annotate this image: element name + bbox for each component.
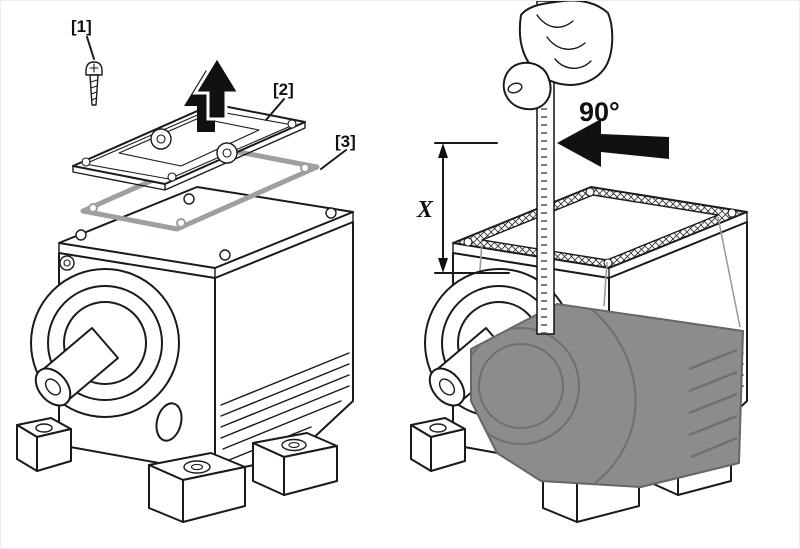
gear-unit-housing-left <box>16 186 354 523</box>
submerged-parts <box>471 306 738 484</box>
left-figure: [1] [2] [3] <box>16 17 356 523</box>
screw <box>85 61 103 106</box>
right-figure: 90° X <box>410 1 748 523</box>
dimension-label: X <box>416 197 434 223</box>
callout-label-cover: [2] <box>273 80 294 99</box>
dimension-x: X <box>416 142 510 274</box>
angle-annotation: 90° <box>557 97 669 167</box>
thumbnail <box>507 82 523 94</box>
callout-leaders <box>86 36 347 170</box>
callout-label-gasket: [3] <box>335 132 356 151</box>
mounting-feet <box>16 417 338 523</box>
thumb <box>502 61 552 111</box>
hand <box>502 1 614 111</box>
oil-fill <box>470 303 744 488</box>
left-arrow-icon <box>557 119 669 167</box>
output-shaft <box>30 268 180 418</box>
cover-plate <box>72 103 306 191</box>
drain-loop <box>155 402 183 442</box>
callout-label-screw: [1] <box>71 17 92 36</box>
up-arrow-icon <box>184 54 242 132</box>
cooling-ribs <box>220 352 350 461</box>
